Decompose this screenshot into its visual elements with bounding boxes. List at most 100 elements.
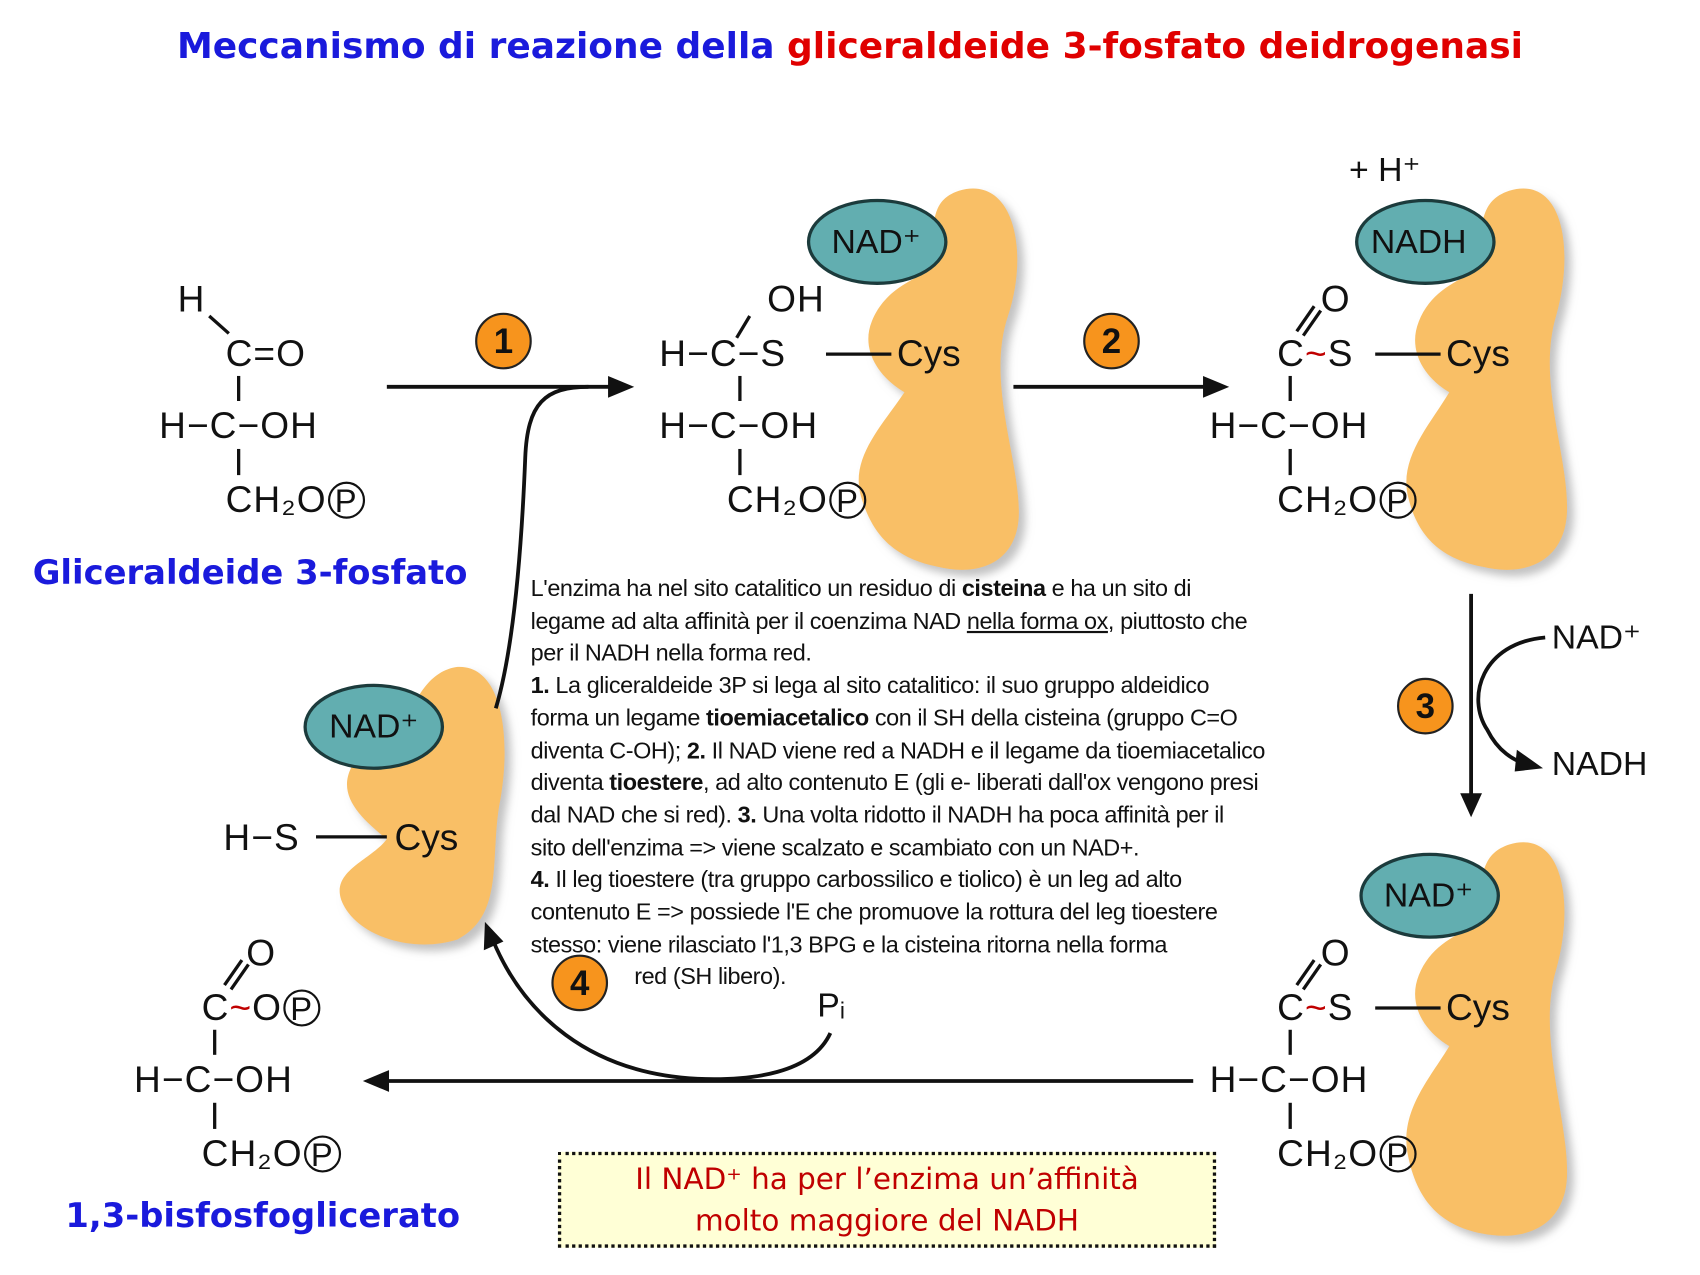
description-run: 3. [737, 801, 757, 829]
description-run: per il NADH nella forma red. [530, 640, 812, 667]
nad-plus-label: NAD⁺ [1383, 876, 1474, 915]
bpg-o: O [246, 932, 277, 975]
g3p-hcoh: H−C−OH [159, 405, 319, 447]
free-hs: H−S [223, 817, 300, 859]
description-run: contenuto E => possiede l'E che promuove… [530, 899, 1218, 926]
arrow-return-curve [493, 384, 589, 709]
description-line: legame ad alta affinità per il coenzima … [531, 606, 1265, 638]
page-title: Meccanismo di reazione della gliceraldei… [176, 23, 1523, 67]
description-line: diventa C-OH); 2. Il NAD viene red a NAD… [530, 735, 1266, 767]
description-line: contenuto E => possiede l'E che promuove… [531, 897, 1265, 929]
nadh-label: NADH [1370, 222, 1467, 261]
arrow-nad-exchange [1476, 635, 1546, 765]
thioester2-hcoh: H−C−OH [1209, 1059, 1369, 1101]
description-run: diventa C-OH); [530, 737, 687, 764]
cys-label: Cys [896, 333, 961, 375]
description-line: per il NADH nella forma red. [531, 638, 1265, 670]
g3p-carbonyl: C=O [225, 333, 307, 375]
description-run: con il SH della cisteina (gruppo C=O [868, 704, 1238, 731]
description-run: , ad alto contenuto E (gli e- liberati d… [703, 769, 1259, 796]
description-run: 2. [686, 737, 706, 764]
description-run: Una volta ridotto il NADH ha poca affini… [756, 801, 1224, 829]
enzyme-blob-3 [1406, 842, 1568, 1236]
thioester-hcoh: H−C−OH [1209, 405, 1369, 447]
step-2-badge: 2 [1083, 312, 1140, 370]
phosphate-icon: P [327, 481, 365, 520]
description-run: , piuttosto che [1107, 607, 1248, 634]
arrowheads [362, 375, 1544, 1092]
note-line-2: molto maggiore del NADH [694, 1204, 1080, 1238]
description-line: stesso: viene rilasciato l'1,3 BPG e la … [531, 929, 1265, 961]
description-run: dal NAD che si red). [530, 801, 738, 829]
bpg-label: 1,3-bisfosfoglicerato [65, 1196, 461, 1236]
cys-label: Cys [1446, 987, 1510, 1029]
nad-ellipse-1 [806, 198, 948, 285]
reaction-arrows [381, 384, 1546, 1083]
bonds [208, 305, 1441, 1129]
description-line: 4. Il leg tioestere (tra gruppo carbossi… [531, 864, 1265, 896]
description-run: diventa [530, 769, 610, 796]
description-run: red (SH libero). [634, 963, 787, 990]
enzyme-blob-1 [858, 188, 1019, 570]
thioester-cs: C~S [1277, 333, 1354, 375]
phosphate-icon: P [303, 1135, 341, 1174]
hemithio-hcoh: H−C−OH [659, 405, 819, 447]
enzyme-blob-2 [1406, 188, 1568, 570]
g3p-label: Gliceraldeide 3-fosfato [32, 553, 468, 593]
description-line: dal NAD che si red). 3. Una volta ridott… [531, 800, 1265, 832]
description-run: tioemiacetalico [706, 704, 869, 731]
enzyme-blob-4 [339, 666, 505, 945]
nad-ellipse-4 [303, 683, 445, 770]
nad-plus-label: NAD⁺ [831, 222, 921, 261]
pi-label: Pᵢ [817, 986, 846, 1025]
note-box: Il NAD⁺ ha per l’enzima un’affinità molt… [557, 1151, 1217, 1248]
nad-plus-label: NAD⁺ [329, 707, 419, 746]
nad-ellipse-3 [1359, 852, 1500, 939]
description-line: forma un legame tioemiacetalico con il S… [531, 703, 1265, 735]
hemithio-hcs: H−C−S [659, 333, 787, 375]
description-run: 4. [530, 866, 550, 893]
description-run: forma un legame [530, 704, 707, 731]
step-1-badge: 1 [475, 312, 532, 370]
thioester2-o: O [1320, 932, 1351, 975]
description-run: cisteina [961, 575, 1046, 602]
arrow-pi-curve [490, 938, 833, 1082]
description-run: L'enzima ha nel sito catalitico un resid… [530, 575, 962, 602]
note-line-1: Il NAD⁺ ha per l’enzima un’affinità [635, 1162, 1139, 1197]
description-run: legame ad alta affinità per il coenzima … [530, 607, 967, 634]
description-line: sito dell'enzima => viene scalzato e sca… [531, 832, 1265, 864]
g3p-h: H [177, 278, 206, 321]
thioester2-cs: C~S [1277, 987, 1354, 1029]
nadh-ellipse-2 [1355, 198, 1496, 285]
description-run: La gliceraldeide 3P si lega al sito cata… [549, 672, 1210, 699]
bpg-hcoh: H−C−OH [134, 1059, 293, 1101]
phosphate-icon: P [1379, 481, 1417, 520]
description-text: L'enzima ha nel sito catalitico un resid… [530, 573, 1266, 994]
description-run: stesso: viene rilasciato l'1,3 BPG e la … [530, 931, 1168, 958]
description-run: e ha un sito di [1045, 575, 1192, 602]
description-run: sito dell'enzima => viene scalzato e sca… [530, 834, 1140, 861]
description-line: diventa tioestere, ad alto contenuto E (… [531, 767, 1265, 799]
description-run: nella forma ox [966, 607, 1108, 634]
description-line: L'enzima ha nel sito catalitico un resid… [531, 573, 1265, 605]
description-run: 1. [530, 672, 550, 699]
cys-label: Cys [394, 817, 459, 859]
nadh-out-label: NADH [1551, 744, 1648, 783]
description-line: 1. La gliceraldeide 3P si lega al sito c… [531, 670, 1265, 702]
phosphate-icon: P [1379, 1135, 1417, 1174]
step-3-badge: 3 [1396, 677, 1454, 735]
h-plus-label: + H⁺ [1349, 150, 1421, 189]
description-run: Il NAD viene red a NADH e il legame da t… [705, 737, 1266, 764]
step-4-badge: 4 [551, 954, 609, 1012]
cys-label: Cys [1446, 333, 1510, 375]
description-run: tioestere [609, 769, 704, 796]
nad-in-label: NAD⁺ [1551, 617, 1641, 656]
